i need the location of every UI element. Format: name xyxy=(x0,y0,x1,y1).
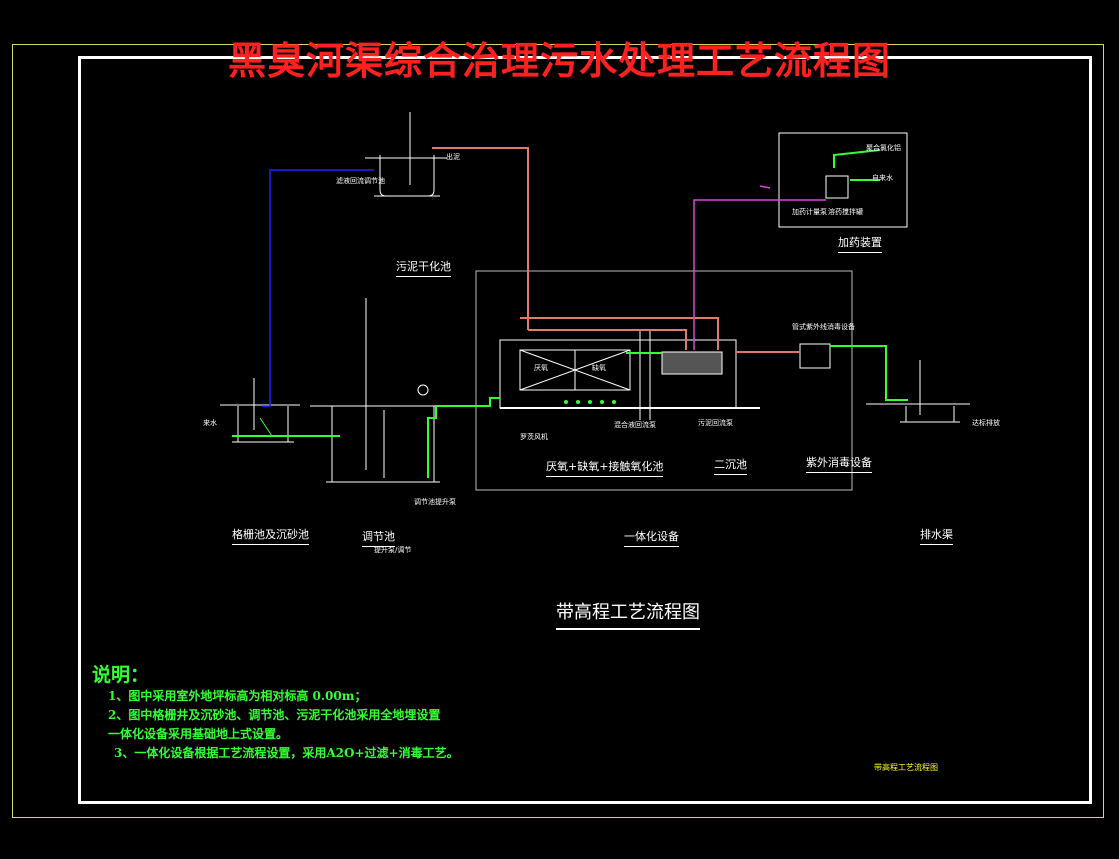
drain-channel xyxy=(866,360,970,423)
dosing-internals xyxy=(825,175,849,199)
label-grid-tank: 格栅池及沉砂池 xyxy=(232,526,309,545)
note-item: 2、图中格栅井及沉砂池、调节池、污泥干化池采用全地埋设置 xyxy=(108,708,441,722)
grid-chamber xyxy=(220,378,300,443)
pipe-blue xyxy=(262,169,374,407)
label-dosing-tank: 溶药搅拌罐 xyxy=(828,208,863,216)
drawing-title: 黑臭河渠综合治理污水处理工艺流程图 xyxy=(227,38,891,83)
label-ao-process: 厌氧+缺氧+接触氧化池 xyxy=(546,458,664,477)
label-drain-tag: 达标排放 xyxy=(972,419,1000,427)
integrated-unit xyxy=(499,330,760,420)
integrated-equipment-boundary xyxy=(475,270,853,491)
sludge-drying-tank xyxy=(365,112,447,197)
notes-heading: 说明： xyxy=(92,664,150,686)
label-pump: 调节池提升泵 xyxy=(414,498,456,506)
label-uv-box: 管式紫外线消毒设备 xyxy=(792,323,855,331)
pipe-salmon xyxy=(432,147,800,353)
label-anoxic: 缺氧 xyxy=(592,364,606,372)
note-item: 1、图中采用室外地坪标高为相对标高 0.00m； xyxy=(108,689,367,703)
label-sludge-outlet-tag: 出泥 xyxy=(446,153,460,161)
notes-block: 说明： 1、图中采用室外地坪标高为相对标高 0.00m； 2、图中格栅井及沉砂池… xyxy=(92,660,459,763)
label-dosing: 加药装置 xyxy=(838,234,882,253)
label-dosing-water: 自来水 xyxy=(872,174,893,182)
inner-border xyxy=(78,56,1092,804)
label-dosing-meter: 加药计量泵 xyxy=(792,208,827,216)
outer-border xyxy=(12,44,1104,818)
dosing-box xyxy=(778,132,908,228)
drawing-stamp: 带高程工艺流程图 xyxy=(874,763,938,772)
label-dosing-pac: 聚合氯化铝 xyxy=(866,144,901,152)
label-grid-inlet: 来水 xyxy=(203,419,217,427)
aeration-diffusers xyxy=(564,400,616,404)
label-integrated: 一体化设备 xyxy=(624,528,679,547)
uv-device xyxy=(799,343,831,369)
label-blower: 罗茨风机 xyxy=(520,433,548,441)
pipe-green xyxy=(232,149,908,478)
label-regulating-note: 提升泵/调节 xyxy=(374,546,412,554)
note-item: 一体化设备采用基础地上式设置。 xyxy=(108,727,289,741)
label-mixed-return: 混合液回流泵 xyxy=(614,421,656,429)
label-sludge-outlet: 滤液回流调节池 xyxy=(336,177,385,185)
pipe-magenta xyxy=(693,185,826,350)
label-anaerobic: 厌氧 xyxy=(534,364,548,372)
label-drain: 排水渠 xyxy=(920,526,953,545)
label-sludge-tank: 污泥干化池 xyxy=(396,258,451,277)
regulating-tank xyxy=(310,298,440,483)
drawing-subtitle: 带高程工艺流程图 xyxy=(556,598,700,630)
label-uv: 紫外消毒设备 xyxy=(806,454,872,473)
note-item: 3、一体化设备根据工艺流程设置，采用A2O+过滤+消毒工艺。 xyxy=(114,746,459,760)
label-regulating-tank: 调节池 xyxy=(362,528,395,547)
label-secondary: 二沉池 xyxy=(714,456,747,475)
label-sludge-return: 污泥回流泵 xyxy=(698,419,733,427)
